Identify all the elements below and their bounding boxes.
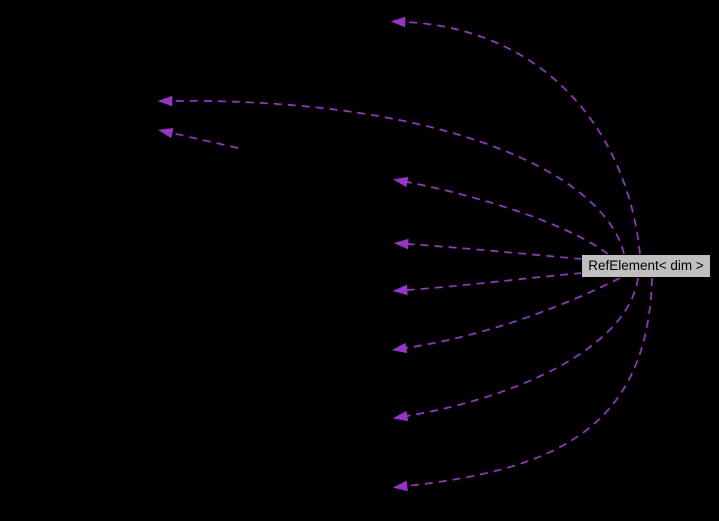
edge-to-upper-left-node-2 bbox=[158, 127, 239, 149]
node-refelement-label: RefElement< dim > bbox=[588, 258, 704, 274]
edge-to-top-node bbox=[390, 16, 641, 255]
edge-to-lower-left-node-3 bbox=[392, 277, 653, 492]
edge-to-lower-left-node-1 bbox=[391, 277, 621, 354]
edge-to-left-node-3 bbox=[392, 272, 583, 296]
edge-to-lower-left-node-2 bbox=[392, 277, 639, 422]
edge-to-upper-left-node-1 bbox=[157, 95, 625, 255]
node-refelement[interactable]: RefElement< dim > bbox=[581, 254, 711, 278]
edge-to-left-node-1 bbox=[392, 176, 609, 255]
edge-to-left-node-2 bbox=[393, 238, 583, 260]
